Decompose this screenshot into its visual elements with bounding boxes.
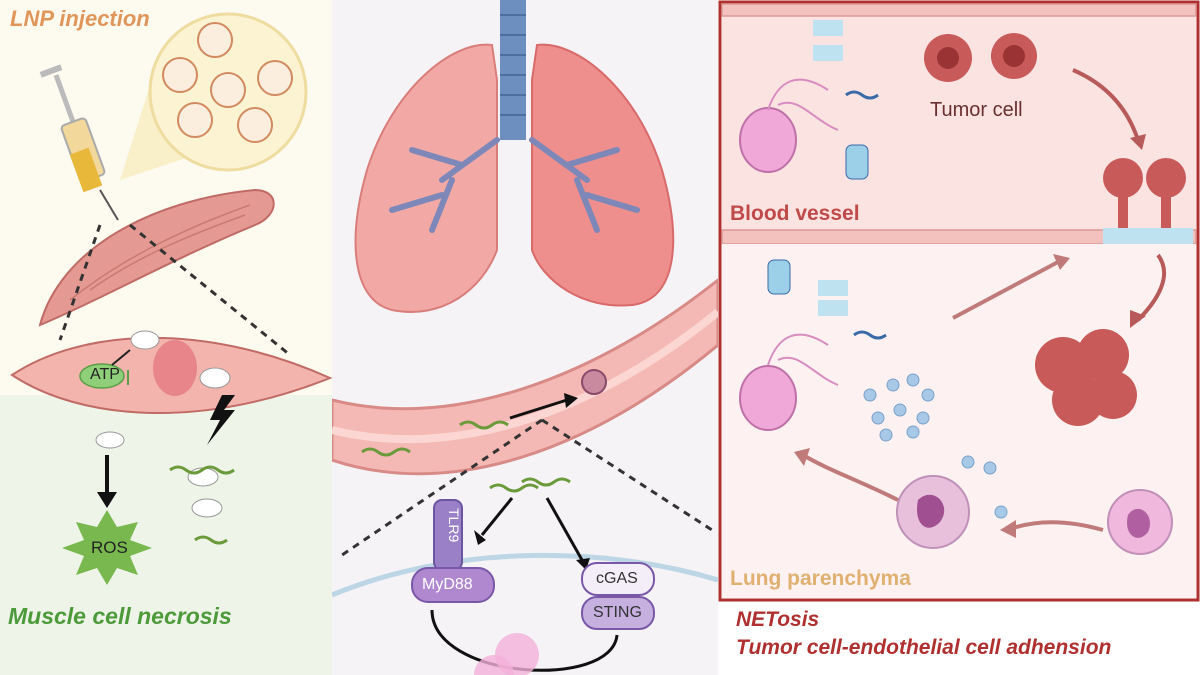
- syringe-icon: [39, 64, 119, 221]
- right-panel-illustration: [718, 0, 1200, 602]
- left-panel-caption: Muscle cell necrosis: [8, 603, 232, 629]
- myd88-box: [411, 567, 495, 603]
- right-caption-line1: NETosis: [736, 608, 820, 631]
- middle-panel: TLR9 MyD88 cGAS STING: [332, 0, 718, 675]
- middle-panel-illustration: [332, 0, 718, 675]
- ros-burst-icon: [62, 510, 152, 585]
- lungs: [354, 43, 675, 313]
- blood-vessel-tube: [332, 278, 718, 476]
- ros-label: ROS: [91, 538, 128, 557]
- right-panel-frame: [718, 0, 1200, 602]
- muscle-cell: [10, 330, 332, 415]
- atp-label: ATP: [90, 366, 120, 383]
- blood-vessel-label: Blood vessel: [730, 202, 860, 225]
- right-panel: Tumor cell Blood vessel Lung parenchyma …: [718, 0, 1200, 675]
- lightning-icon: [207, 395, 235, 445]
- lnp-zoom-circle: [120, 12, 308, 180]
- trachea: [500, 0, 526, 140]
- cgas-box: [581, 562, 655, 596]
- sting-box: [581, 596, 655, 630]
- cgas-label: cGAS: [596, 570, 638, 587]
- muscle-tissue: [38, 188, 275, 327]
- lung-parenchyma-label: Lung parenchyma: [730, 567, 911, 590]
- tumor-cell-label: Tumor cell: [930, 99, 1023, 121]
- left-panel-illustration: [10, 12, 332, 585]
- left-panel-title: LNP injection: [10, 6, 150, 31]
- right-caption-line2: Tumor cell-endothelial cell adhension: [736, 636, 1112, 659]
- left-panel: LNP injection ATP ROS Muscle cell necros…: [0, 0, 332, 675]
- sting-label: STING: [593, 604, 642, 621]
- left-panel-lower-area: [0, 395, 332, 675]
- tlr9-label: TLR9: [446, 508, 462, 543]
- myd88-label: MyD88: [422, 576, 473, 593]
